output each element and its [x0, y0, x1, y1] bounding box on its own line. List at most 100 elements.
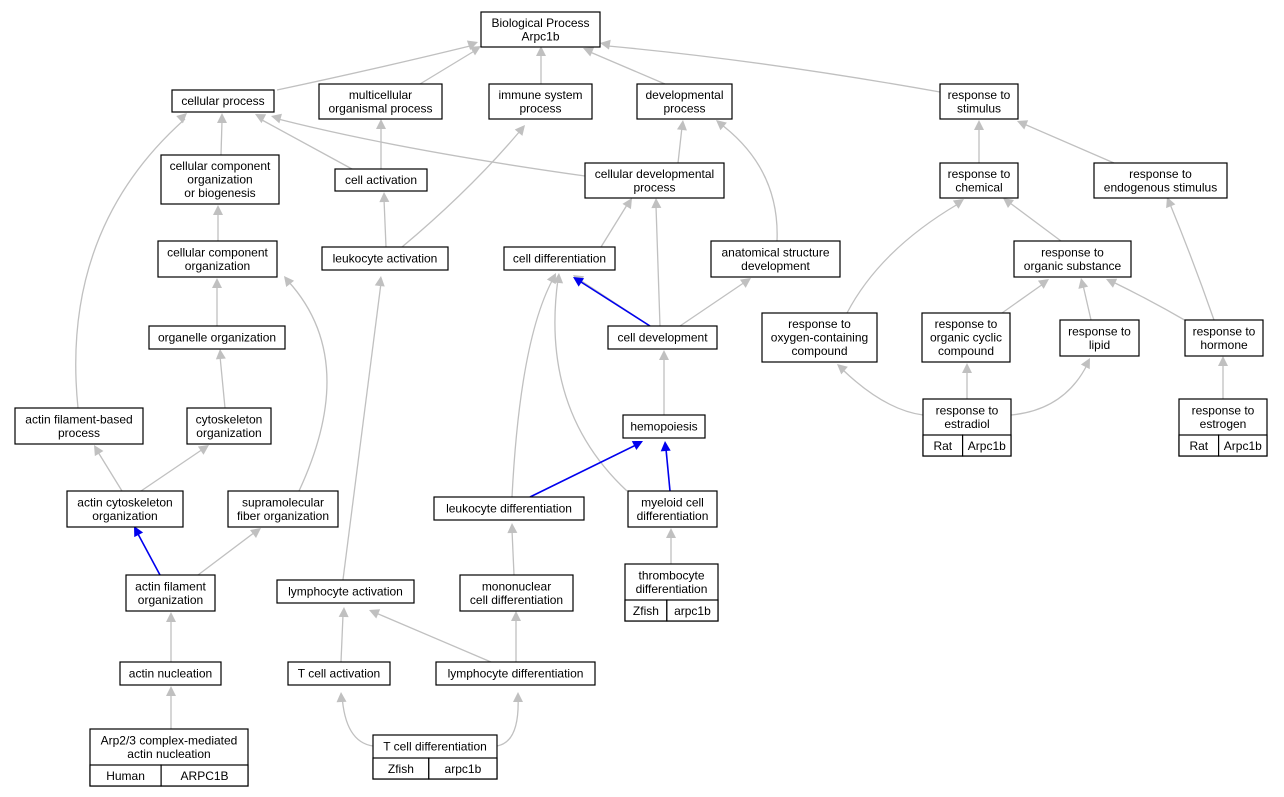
term-label-line: actin filament: [135, 579, 206, 593]
edge-48: [340, 614, 344, 663]
edge-6: [261, 119, 353, 170]
term-label-line: organization: [138, 593, 203, 607]
edge-44: [511, 529, 515, 576]
gene-label: ARPC1B: [181, 769, 229, 783]
edge-arrowhead-9: [676, 120, 687, 131]
edge-arrowhead-13: [213, 205, 223, 215]
term-label-line: actin nucleation: [129, 667, 212, 681]
term-label-line: lymphocyte activation: [288, 585, 403, 599]
term-label-line: chemical: [955, 180, 1002, 194]
edge-arrowhead-27: [215, 349, 226, 360]
edge-arrowhead-47: [374, 276, 385, 287]
species-label: Rat: [1189, 439, 1208, 453]
term-label-line: compound: [938, 344, 994, 358]
term-label-line: or biogenesis: [184, 186, 255, 200]
species-label: Zfish: [633, 604, 659, 618]
edge-arrowhead-41: [660, 441, 671, 452]
edge-arrowhead-44: [507, 523, 518, 534]
term-label-line: multicellular: [349, 88, 412, 102]
term-label-line: compound: [791, 344, 847, 358]
edge-arrowhead-38: [197, 445, 209, 455]
go-term-cell-differentiation[interactable]: cell differentiation: [503, 246, 616, 271]
term-label-line: myeloid cell: [641, 495, 704, 509]
edge-16: [600, 204, 628, 248]
term-label-line: organismal process: [328, 101, 432, 115]
edge-14: [383, 198, 387, 248]
go-term-leukocyte-activation[interactable]: leukocyte activation: [321, 246, 449, 271]
edge-arrowhead-40: [631, 441, 643, 450]
term-label-line: lymphocyte differentiation: [448, 667, 584, 681]
term-label-line: cellular component: [167, 245, 268, 259]
term-label-line: hemopoiesis: [630, 420, 697, 434]
term-box: [1093, 162, 1228, 199]
edge-arrowhead-33: [837, 364, 848, 375]
edge-39: [197, 531, 256, 576]
term-label-line: response to: [948, 88, 1011, 102]
edge-40: [529, 444, 637, 498]
edge-arrowhead-34: [962, 363, 972, 373]
term-box: [119, 661, 222, 686]
term-label-line: organelle organization: [158, 331, 276, 345]
edge-47: [339, 282, 382, 604]
go-term-leukocyte-diff[interactable]: leukocyte differentiation: [433, 496, 585, 521]
go-term-hemopoiesis[interactable]: hemopoiesis: [622, 414, 706, 439]
term-box: [459, 574, 574, 612]
go-term-cell-activation[interactable]: cell activation: [334, 168, 428, 192]
edge-arrowhead-31: [553, 273, 564, 284]
edge-18: [1009, 202, 1062, 242]
edge-25: [1082, 284, 1092, 321]
go-term-lymphocyte-diff[interactable]: lymphocyte differentiation: [435, 661, 596, 686]
term-box: [1184, 319, 1264, 357]
term-label-line: oxygen-containing: [771, 331, 868, 345]
edge-arrowhead-25: [1078, 278, 1089, 289]
term-label-line: cellular developmental: [595, 167, 714, 181]
go-term-t-activation[interactable]: T cell activation: [287, 661, 391, 686]
edge-0: [276, 45, 471, 91]
term-label-line: supramolecular: [242, 495, 324, 509]
edge-11: [1023, 123, 1115, 164]
go-term-organelle[interactable]: organelle organization: [148, 325, 286, 350]
term-box: [1013, 240, 1132, 278]
edge-arrowhead-23: [952, 199, 964, 209]
go-term-cell-development[interactable]: cell development: [607, 325, 718, 350]
go-term-cellular-process[interactable]: cellular process: [171, 89, 275, 113]
edge-arrowhead-7: [271, 113, 282, 124]
term-label-line: response to: [788, 317, 851, 331]
go-term-actin-nucleation[interactable]: actin nucleation: [119, 661, 222, 686]
term-label-line: response to: [1192, 403, 1255, 417]
term-label-line: actin filament-based: [25, 412, 132, 426]
edge-4: [607, 45, 941, 93]
edge-arrowhead-18: [1003, 198, 1014, 209]
term-box: [157, 240, 278, 278]
go-term-lymphocyte-activation[interactable]: lymphocyte activation: [276, 579, 415, 604]
